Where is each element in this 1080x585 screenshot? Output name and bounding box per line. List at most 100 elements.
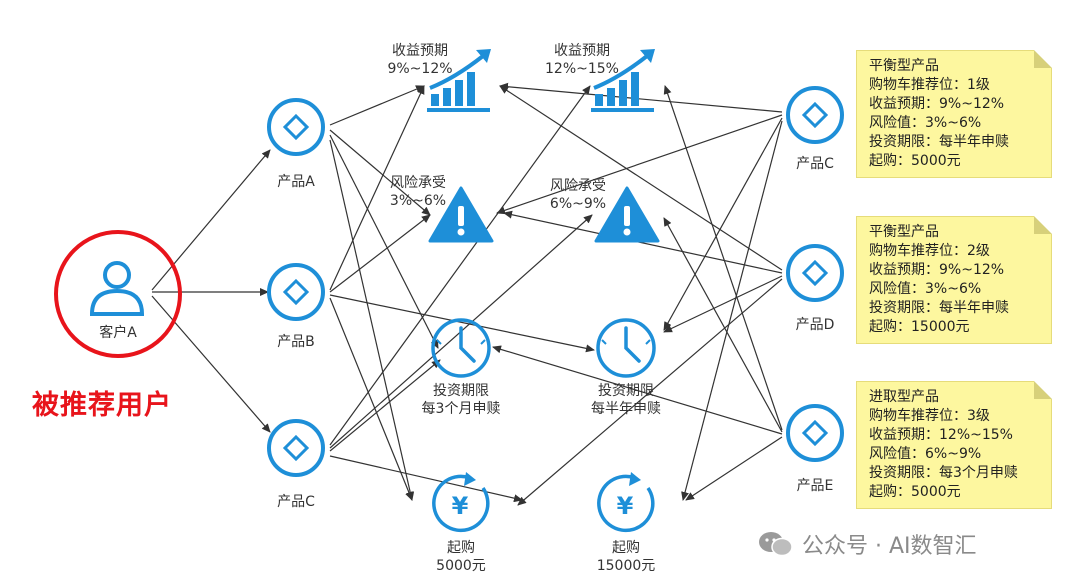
attr-value: 5000元 — [436, 558, 486, 574]
min-purchase-node-1[interactable]: ¥ 起购 5000元 — [432, 472, 490, 574]
term-node-1[interactable]: 投资期限 每3个月申赎 — [422, 318, 501, 417]
wechat-icon — [759, 532, 793, 557]
yield-node-2[interactable]: 收益预期 12%~15% — [545, 43, 655, 112]
attr-title: 风险承受 — [390, 175, 446, 191]
note-line: 起购：15000元 — [869, 319, 970, 335]
product-label: 产品C — [796, 156, 834, 172]
attr-title: 起购 — [447, 540, 475, 556]
edge-arrow — [329, 139, 415, 501]
note-line: 进取型产品 — [869, 389, 939, 405]
attr-value: 12%~15% — [545, 61, 619, 77]
product-label: 产品D — [796, 317, 835, 333]
clock-icon — [431, 318, 491, 378]
note-line: 收益预期：9%~12% — [869, 262, 1005, 278]
edge-arrow — [329, 85, 591, 446]
edge-arrow — [329, 359, 441, 452]
note-fold — [1034, 50, 1052, 68]
edge-arrow — [517, 278, 783, 506]
svg-text:¥: ¥ — [452, 492, 469, 520]
note-line: 收益预期：9%~12% — [869, 96, 1005, 112]
user-icon — [89, 261, 145, 316]
edge-arrow — [329, 85, 425, 291]
product-label: 产品E — [797, 478, 834, 494]
term-node-2[interactable]: 投资期限 每半年申赎 — [591, 318, 661, 417]
attr-value: 每半年申赎 — [591, 400, 661, 417]
left-product-b[interactable]: 产品B — [267, 263, 325, 350]
product-diamond-icon — [786, 244, 844, 302]
product-diamond-icon — [267, 98, 325, 156]
attr-value: 3%~6% — [390, 193, 446, 209]
clock-icon — [596, 318, 656, 378]
product-label: 产品C — [277, 494, 315, 510]
left-product-c[interactable]: 产品C — [267, 419, 325, 510]
product-diamond-icon — [786, 86, 844, 144]
edge-arrow — [329, 214, 431, 293]
svg-text:¥: ¥ — [617, 492, 634, 520]
attr-title: 起购 — [612, 540, 640, 556]
edge-arrow — [329, 129, 431, 216]
note-line: 起购：5000元 — [869, 153, 961, 169]
note-line: 风险值：3%~6% — [869, 281, 982, 297]
product-diamond-icon — [267, 263, 325, 321]
edge-arrow — [663, 117, 783, 331]
edge-arrow — [681, 120, 783, 501]
note-fold — [1034, 381, 1052, 399]
note-line: 投资期限：每半年申赎 — [869, 134, 1009, 150]
attr-value: 每3个月申赎 — [422, 400, 501, 417]
edge-arrow — [329, 134, 439, 349]
edge-arrow — [685, 436, 783, 501]
attr-value: 15000元 — [597, 558, 656, 574]
right-product-c[interactable]: 产品C — [786, 86, 844, 172]
note-line: 购物车推荐位：3级 — [869, 408, 990, 424]
product-d-note: 平衡型产品 购物车推荐位：2级 收益预期：9%~12% 风险值：3%~6% 投资… — [856, 216, 1052, 344]
edge-arrow — [663, 217, 783, 433]
attr-title: 风险承受 — [550, 178, 606, 194]
edge-arrow — [329, 455, 523, 503]
yield-node-1[interactable]: 收益预期 9%~12% — [387, 43, 491, 112]
attr-value: 6%~9% — [550, 196, 606, 212]
yen-icon: ¥ — [432, 472, 490, 533]
attr-title: 投资期限 — [598, 383, 654, 399]
risk-node-2[interactable]: 风险承受 6%~9% — [550, 178, 660, 243]
yen-icon: ¥ — [597, 472, 655, 533]
user-label: 客户A — [99, 324, 137, 341]
edge-arrow — [503, 210, 783, 274]
bar-chart-icon — [427, 49, 491, 112]
edge-arrow — [492, 345, 783, 435]
edge-arrow — [151, 295, 271, 433]
risk-node-1[interactable]: 风险承受 3%~6% — [390, 175, 494, 243]
note-fold — [1034, 216, 1052, 234]
product-diamond-icon — [786, 404, 844, 462]
watermark: 公众号 · AI数智汇 — [758, 528, 977, 560]
left-product-a[interactable]: 产品A — [267, 98, 325, 190]
note-line: 风险值：3%~6% — [869, 115, 982, 131]
right-product-e[interactable]: 产品E — [786, 404, 844, 494]
edge-arrow — [329, 85, 425, 126]
product-label: 产品A — [277, 174, 315, 190]
min-purchase-node-2[interactable]: ¥ 起购 15000元 — [597, 472, 656, 574]
product-diamond-icon — [267, 419, 325, 477]
bar-chart-icon — [591, 49, 655, 112]
edge-layer — [151, 82, 783, 506]
note-line: 购物车推荐位：2级 — [869, 243, 990, 259]
attr-value: 9%~12% — [387, 61, 452, 77]
edge-arrow — [663, 275, 783, 333]
attr-title: 收益预期 — [392, 43, 448, 59]
product-e-note: 进取型产品 购物车推荐位：3级 收益预期：12%~15% 风险值：6%~9% 投… — [856, 381, 1052, 509]
edge-arrow — [329, 294, 595, 353]
watermark-text: 公众号 · AI数智汇 — [802, 534, 977, 559]
edge-arrow — [151, 149, 271, 291]
edge-arrow — [663, 85, 783, 431]
edge-arrow — [496, 114, 783, 215]
note-line: 风险值：6%~9% — [869, 446, 982, 462]
note-line: 平衡型产品 — [869, 224, 939, 240]
right-product-d[interactable]: 产品D — [786, 244, 844, 333]
edge-arrow — [499, 85, 783, 271]
attr-title: 收益预期 — [554, 43, 610, 59]
note-line: 起购：5000元 — [869, 484, 961, 500]
user-node[interactable]: 客户A — [54, 230, 182, 358]
recommended-user-tag: 被推荐用户 — [32, 390, 172, 421]
warning-icon — [594, 186, 660, 243]
note-line: 投资期限：每半年申赎 — [869, 300, 1009, 316]
